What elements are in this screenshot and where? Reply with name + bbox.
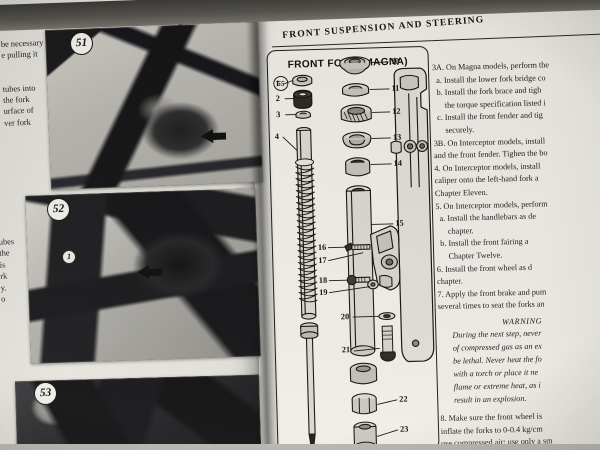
left-clip-line: the (0, 248, 10, 259)
body-cont: several times to seat the forks an (437, 299, 545, 312)
left-clip-line: urface of (3, 106, 34, 117)
left-clip-line: e pulling it (1, 49, 38, 61)
callout-3: 3 (276, 109, 281, 120)
left-clip-line: ubes (0, 237, 15, 247)
callout-21: 21 (341, 345, 351, 355)
left-clip-line: y. (0, 283, 7, 293)
left-clip-line: o (1, 294, 6, 304)
left-clip-line: the fork (2, 94, 30, 105)
callout-18: 18 (318, 275, 328, 285)
left-page-clipped-text-top: lower (Figure be necessary e pulling it … (0, 5, 49, 138)
callout-10: 10 (390, 56, 400, 66)
callout-1: 1 (275, 78, 280, 89)
callout-17: 17 (318, 255, 327, 265)
left-clip-line: tubes into (2, 83, 36, 94)
callout-23: 23 (399, 424, 409, 434)
front-fork-figure-box: FRONT FORK (MAGNA) 55 (266, 45, 440, 450)
callout-12: 12 (392, 106, 401, 116)
callout-14: 14 (393, 158, 403, 168)
left-clip-line: be necessary (0, 37, 44, 49)
callout-16: 16 (317, 242, 327, 252)
callout-13: 13 (392, 132, 402, 142)
callout-4: 4 (274, 132, 280, 142)
left-clip-line: is (0, 260, 6, 270)
front-fork-exploded-drawing (282, 56, 435, 450)
callout-22: 22 (399, 394, 408, 404)
figure-caption: 1. Cap (286, 444, 304, 450)
left-clip-line: lower (Figure (0, 7, 25, 29)
right-page-body-column: 3A. On Magna models, perform the a. Inst… (432, 58, 600, 450)
callout-11: 11 (391, 83, 400, 93)
callout-15: 15 (395, 218, 404, 228)
callout-2: 2 (275, 93, 281, 104)
callout-20: 20 (340, 312, 350, 322)
left-clip-line: rk (0, 271, 8, 281)
left-clip-line: ver fork (3, 117, 32, 128)
callout-19: 19 (319, 287, 328, 297)
